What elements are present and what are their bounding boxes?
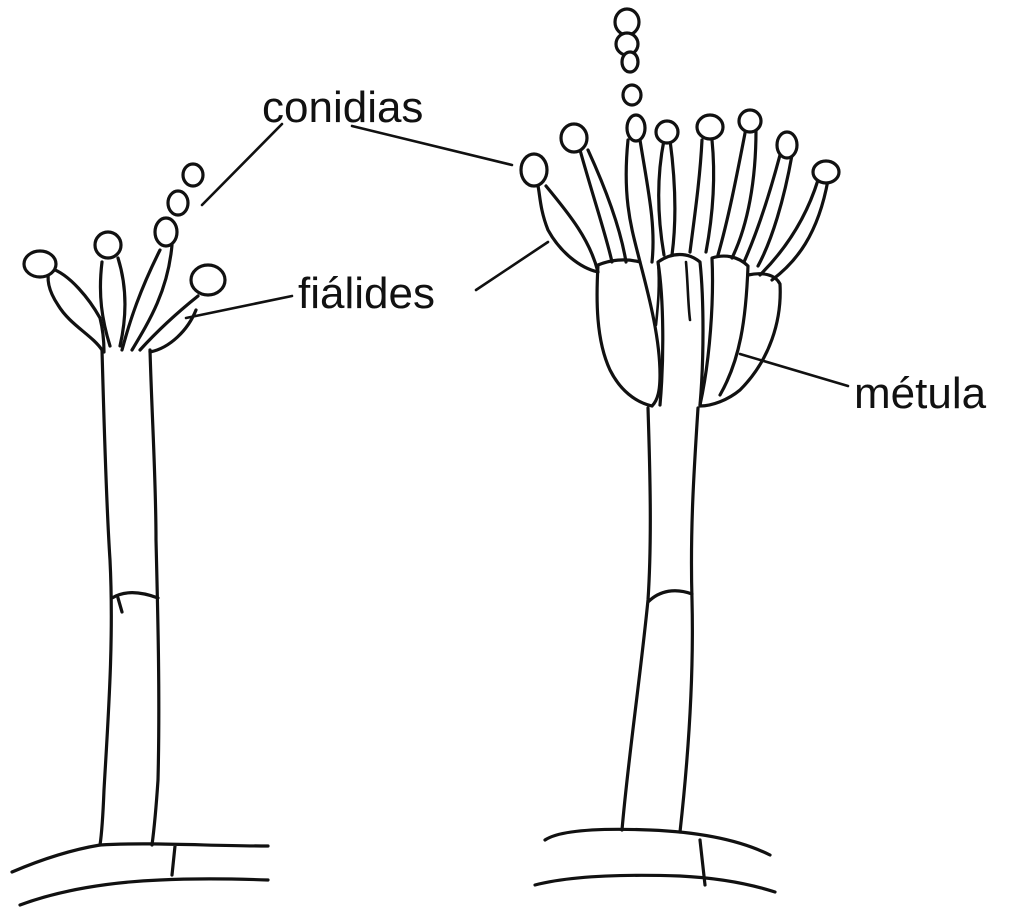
right-phialide-5 [690,140,714,252]
right-spore-chain-1 [615,9,639,35]
right-phialide-4 [659,140,675,255]
left-spore-3 [155,218,177,246]
right-hypha [535,829,775,892]
right-spore-3 [627,115,645,141]
left-spore-4 [168,191,188,215]
left-spore-6 [191,265,225,295]
right-conidiophore [521,9,839,892]
conidia-leader-left [202,124,282,205]
right-spore-4 [656,121,678,143]
right-metula-center [658,255,703,406]
right-phialide-1 [538,186,598,272]
left-spore-1 [24,251,56,277]
left-spore-5 [183,164,203,186]
right-spore-7 [777,132,797,158]
right-spore-1 [521,154,547,186]
left-phialide-1 [48,268,104,352]
right-phialide-6 [718,128,756,258]
label-conidia: conidias [262,83,423,132]
phialides-leader-left [186,296,292,318]
label-metula: métula [854,369,987,418]
right-spore-5 [697,115,723,139]
right-phialide-3 [626,140,653,262]
phialides-leader-right [476,242,548,290]
right-spore-chain-3 [622,52,638,72]
right-spore-8 [813,161,839,183]
left-conidiophore [12,164,268,905]
left-spore-2 [95,232,121,258]
right-spore-6 [739,110,761,132]
right-spore-2 [561,124,587,152]
right-metula-right [700,256,780,406]
right-metula-left [597,260,660,406]
left-phialide-3 [122,245,172,350]
right-phialide-7 [744,155,792,266]
left-stipe [100,350,159,845]
label-phialides: fiálides [298,269,435,318]
right-spore-chain-4 [623,85,641,105]
right-stipe [622,408,698,832]
left-hypha [12,844,268,905]
